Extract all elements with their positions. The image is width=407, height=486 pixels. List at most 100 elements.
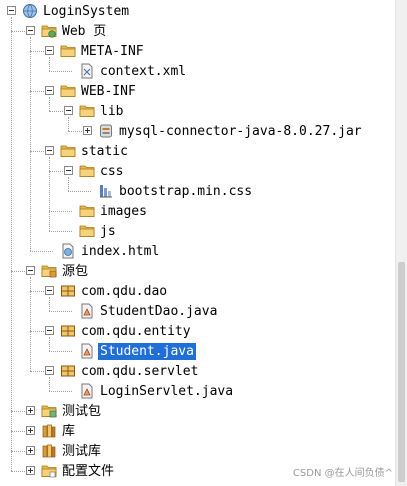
- tree-label[interactable]: mysql-connector-java-8.0.27.jar: [119, 124, 362, 139]
- expand-toggle-icon[interactable]: [26, 406, 35, 415]
- tree-label[interactable]: com.qdu.servlet: [81, 364, 199, 379]
- tree-label[interactable]: 源包: [62, 264, 89, 279]
- tree-label[interactable]: 配置文件: [62, 464, 115, 479]
- tree-guide-line: [68, 191, 91, 192]
- collapse-toggle-icon[interactable]: [64, 166, 73, 175]
- tree-row-file-index-html[interactable]: index.html: [0, 242, 395, 262]
- expand-toggle-icon[interactable]: [83, 126, 92, 135]
- tree-label[interactable]: static: [81, 144, 128, 159]
- collapse-toggle-icon[interactable]: [7, 6, 16, 15]
- collapse-toggle-icon[interactable]: [26, 26, 35, 35]
- tree-label[interactable]: bootstrap.min.css: [119, 184, 253, 199]
- folder-icon: [60, 83, 76, 99]
- tree-row-file-mysql-connector-jar[interactable]: mysql-connector-java-8.0.27.jar: [0, 122, 395, 142]
- tree-guide-line: [49, 171, 63, 172]
- collapse-toggle-icon[interactable]: [45, 366, 54, 375]
- tree-guide-line: [68, 131, 82, 132]
- tree-label[interactable]: 测试包: [62, 404, 102, 419]
- collapse-toggle-icon[interactable]: [45, 46, 54, 55]
- tree-label[interactable]: context.xml: [100, 64, 187, 79]
- xml-file-icon: [79, 63, 95, 79]
- tree-guide-line: [11, 451, 25, 452]
- tree-label[interactable]: StudentDao.java: [100, 304, 218, 319]
- tree-guide-line: [30, 151, 44, 152]
- config-folder-icon: [41, 463, 57, 479]
- tree-row-package-com-qdu-entity[interactable]: com.qdu.entity: [0, 322, 395, 342]
- tree-label[interactable]: Student.java: [98, 343, 196, 360]
- tree-label[interactable]: css: [100, 164, 124, 179]
- tree-guide-line: [11, 431, 25, 432]
- tree-label[interactable]: LoginSystem: [43, 4, 130, 19]
- tree-row-folder-static[interactable]: static: [0, 142, 395, 162]
- tree-row-node-libraries[interactable]: 库: [0, 422, 395, 442]
- tree-label[interactable]: 测试库: [62, 444, 102, 459]
- library-icon: [41, 443, 57, 459]
- expand-toggle-icon[interactable]: [26, 446, 35, 455]
- tree-label[interactable]: com.qdu.entity: [81, 324, 191, 339]
- tree-guide-line: [49, 111, 63, 112]
- tree-row-file-context-xml[interactable]: context.xml: [0, 62, 395, 82]
- tree-guide-line: [49, 391, 72, 392]
- tree-guide-line: [30, 291, 44, 292]
- collapse-toggle-icon[interactable]: [45, 286, 54, 295]
- tree-guide-line: [30, 331, 44, 332]
- collapse-toggle-icon[interactable]: [45, 146, 54, 155]
- folder-icon: [79, 223, 95, 239]
- expand-toggle-icon[interactable]: [26, 466, 35, 475]
- tree-guide-line: [49, 211, 72, 212]
- collapse-toggle-icon[interactable]: [45, 326, 54, 335]
- tree-label[interactable]: LoginServlet.java: [100, 384, 234, 399]
- tree-label[interactable]: WEB-INF: [81, 84, 136, 99]
- tree-guide-line: [11, 271, 25, 272]
- tree-label[interactable]: META-INF: [81, 44, 144, 59]
- tree-row-package-com-qdu-dao[interactable]: com.qdu.dao: [0, 282, 395, 302]
- tree-row-file-student-java[interactable]: Student.java: [0, 342, 395, 362]
- project-tree[interactable]: LoginSystem Web 页 META-INF context.xml WE…: [0, 0, 395, 486]
- tree-row-node-test-packages[interactable]: 测试包: [0, 402, 395, 422]
- tree-row-folder-js[interactable]: js: [0, 222, 395, 242]
- globe-project-icon: [22, 3, 38, 19]
- source-package-icon: [41, 263, 57, 279]
- tree-row-file-studentdao-java[interactable]: StudentDao.java: [0, 302, 395, 322]
- jar-file-icon: [98, 123, 114, 139]
- tree-row-package-com-qdu-servlet[interactable]: com.qdu.servlet: [0, 362, 395, 382]
- tree-label[interactable]: com.qdu.dao: [81, 284, 168, 299]
- tree-row-folder-css[interactable]: css: [0, 162, 395, 182]
- collapse-toggle-icon[interactable]: [64, 106, 73, 115]
- tree-guide-line: [49, 97, 50, 111]
- tree-guide-line: [49, 377, 50, 391]
- java-file-icon: [79, 383, 95, 399]
- tree-row-file-bootstrap-css[interactable]: bootstrap.min.css: [0, 182, 395, 202]
- tree-label[interactable]: lib: [100, 104, 124, 119]
- tree-row-node-source-packages[interactable]: 源包: [0, 262, 395, 282]
- tree-row-node-config-files[interactable]: 配置文件: [0, 462, 395, 482]
- package-icon: [60, 363, 76, 379]
- tree-guide-line: [30, 277, 31, 371]
- collapse-toggle-icon[interactable]: [45, 86, 54, 95]
- tree-label[interactable]: images: [100, 204, 147, 219]
- tree-label[interactable]: 库: [62, 424, 76, 439]
- tree-row-folder-images[interactable]: images: [0, 202, 395, 222]
- css-file-icon: [98, 183, 114, 199]
- package-icon: [60, 283, 76, 299]
- tree-guide-line: [11, 31, 25, 32]
- tree-label[interactable]: Web 页: [62, 24, 107, 39]
- tree-guide-line: [49, 71, 72, 72]
- collapse-toggle-icon[interactable]: [26, 266, 35, 275]
- tree-row-folder-meta-inf[interactable]: META-INF: [0, 42, 395, 62]
- expand-toggle-icon[interactable]: [26, 426, 35, 435]
- vertical-scrollbar[interactable]: [395, 0, 407, 486]
- tree-row-project-loginsystem[interactable]: LoginSystem: [0, 2, 395, 22]
- tree-label[interactable]: js: [100, 224, 116, 239]
- tree-guide-line: [30, 91, 44, 92]
- scrollbar-thumb[interactable]: [398, 262, 405, 482]
- folder-icon: [60, 43, 76, 59]
- tree-row-file-loginservlet-java[interactable]: LoginServlet.java: [0, 382, 395, 402]
- tree-row-node-test-libraries[interactable]: 测试库: [0, 442, 395, 462]
- tree-guide-line: [30, 251, 53, 252]
- tree-row-node-web-pages[interactable]: Web 页: [0, 22, 395, 42]
- tree-row-folder-lib[interactable]: lib: [0, 102, 395, 122]
- tree-row-folder-web-inf[interactable]: WEB-INF: [0, 82, 395, 102]
- tree-label[interactable]: index.html: [81, 244, 160, 259]
- tree-guide-line: [30, 51, 44, 52]
